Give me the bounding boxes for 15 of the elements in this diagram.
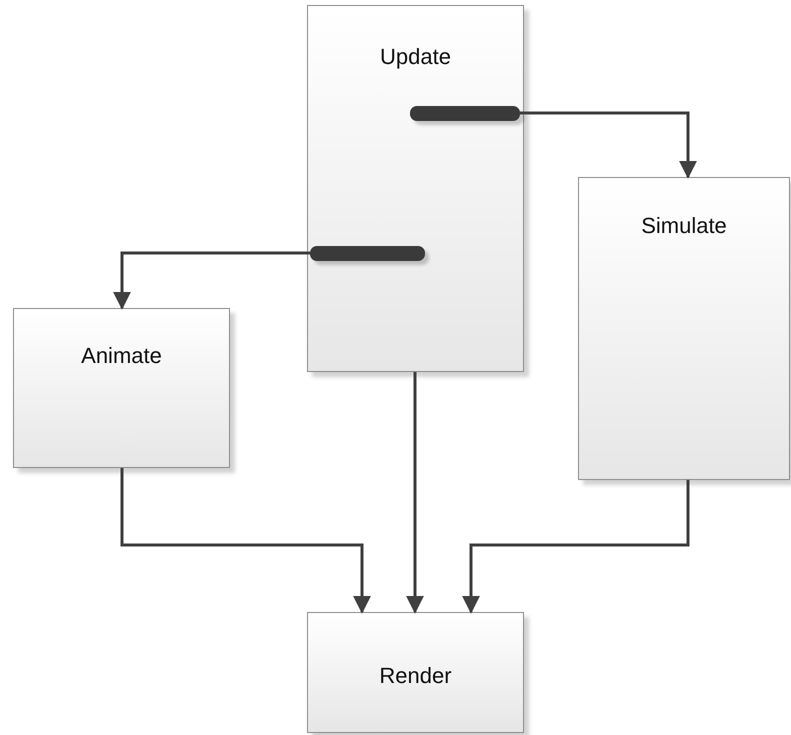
process-box: [307, 612, 524, 733]
arrow: [520, 112, 697, 179]
arrow: [113, 252, 310, 310]
process-box: [307, 5, 524, 372]
arrow: [462, 480, 690, 614]
arrow: [406, 372, 424, 614]
process-box: [13, 308, 230, 468]
node-label: Animate: [80, 343, 163, 369]
node-label: Update: [379, 44, 452, 70]
fork-bar: [410, 106, 520, 121]
process-box: [578, 177, 790, 480]
node-label: Render: [378, 663, 453, 689]
arrow: [120, 468, 371, 614]
node-label: Simulate: [640, 213, 728, 239]
fork-bar: [310, 246, 425, 261]
